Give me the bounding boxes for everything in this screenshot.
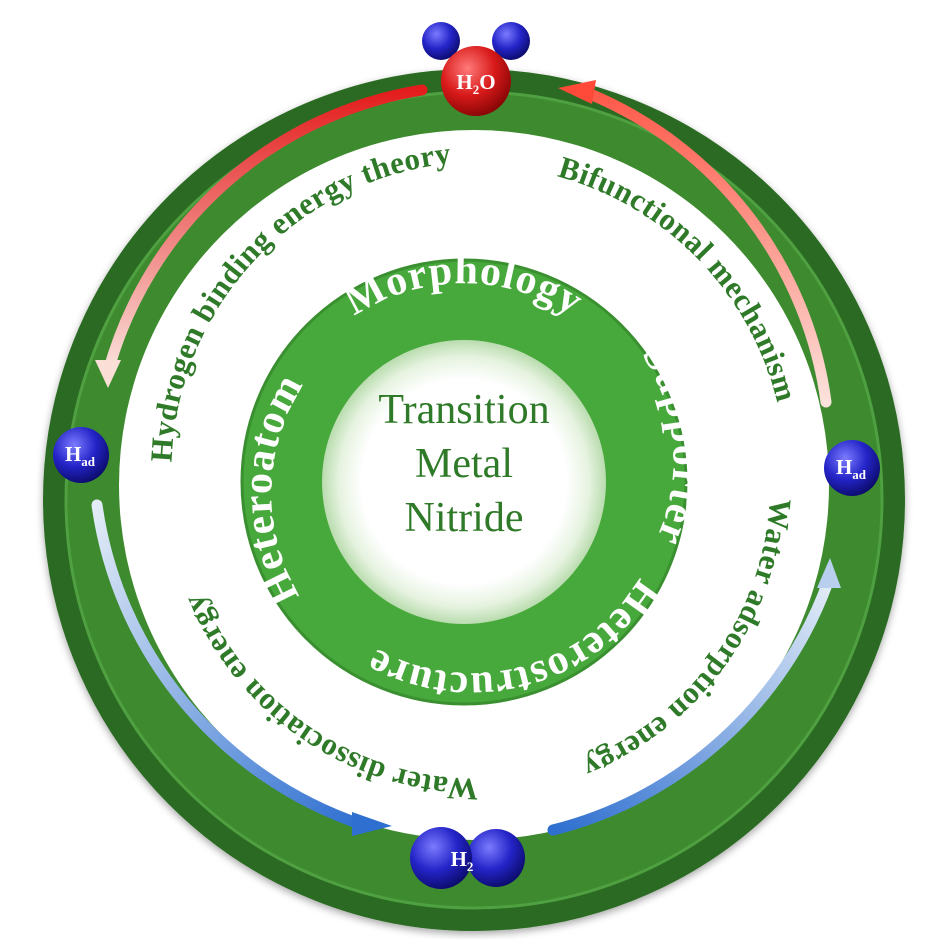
arrow-water-to-hads-left xyxy=(95,84,428,388)
water-molecule-icon xyxy=(422,22,530,116)
arrow-hads-right-to-water xyxy=(558,80,832,408)
h-adsorbed-left-label: Had xyxy=(65,442,96,469)
water-label: H2O xyxy=(456,70,495,97)
center-disc xyxy=(322,340,606,624)
arrow-hads-left-to-h2 xyxy=(91,499,392,836)
h-adsorbed-left-icon xyxy=(53,427,109,483)
arrow-h2-to-hads-right xyxy=(547,558,841,836)
center-line-2: Metal xyxy=(415,441,513,487)
hydrogen-molecule-icon xyxy=(410,827,525,889)
center-line-1: Transition xyxy=(378,387,549,433)
center-line-3: Nitride xyxy=(405,495,524,541)
h-adsorbed-right-label: Had xyxy=(836,455,867,482)
h-adsorbed-right-icon xyxy=(824,440,880,496)
hydrogen-molecule-label: H2 xyxy=(451,847,474,874)
